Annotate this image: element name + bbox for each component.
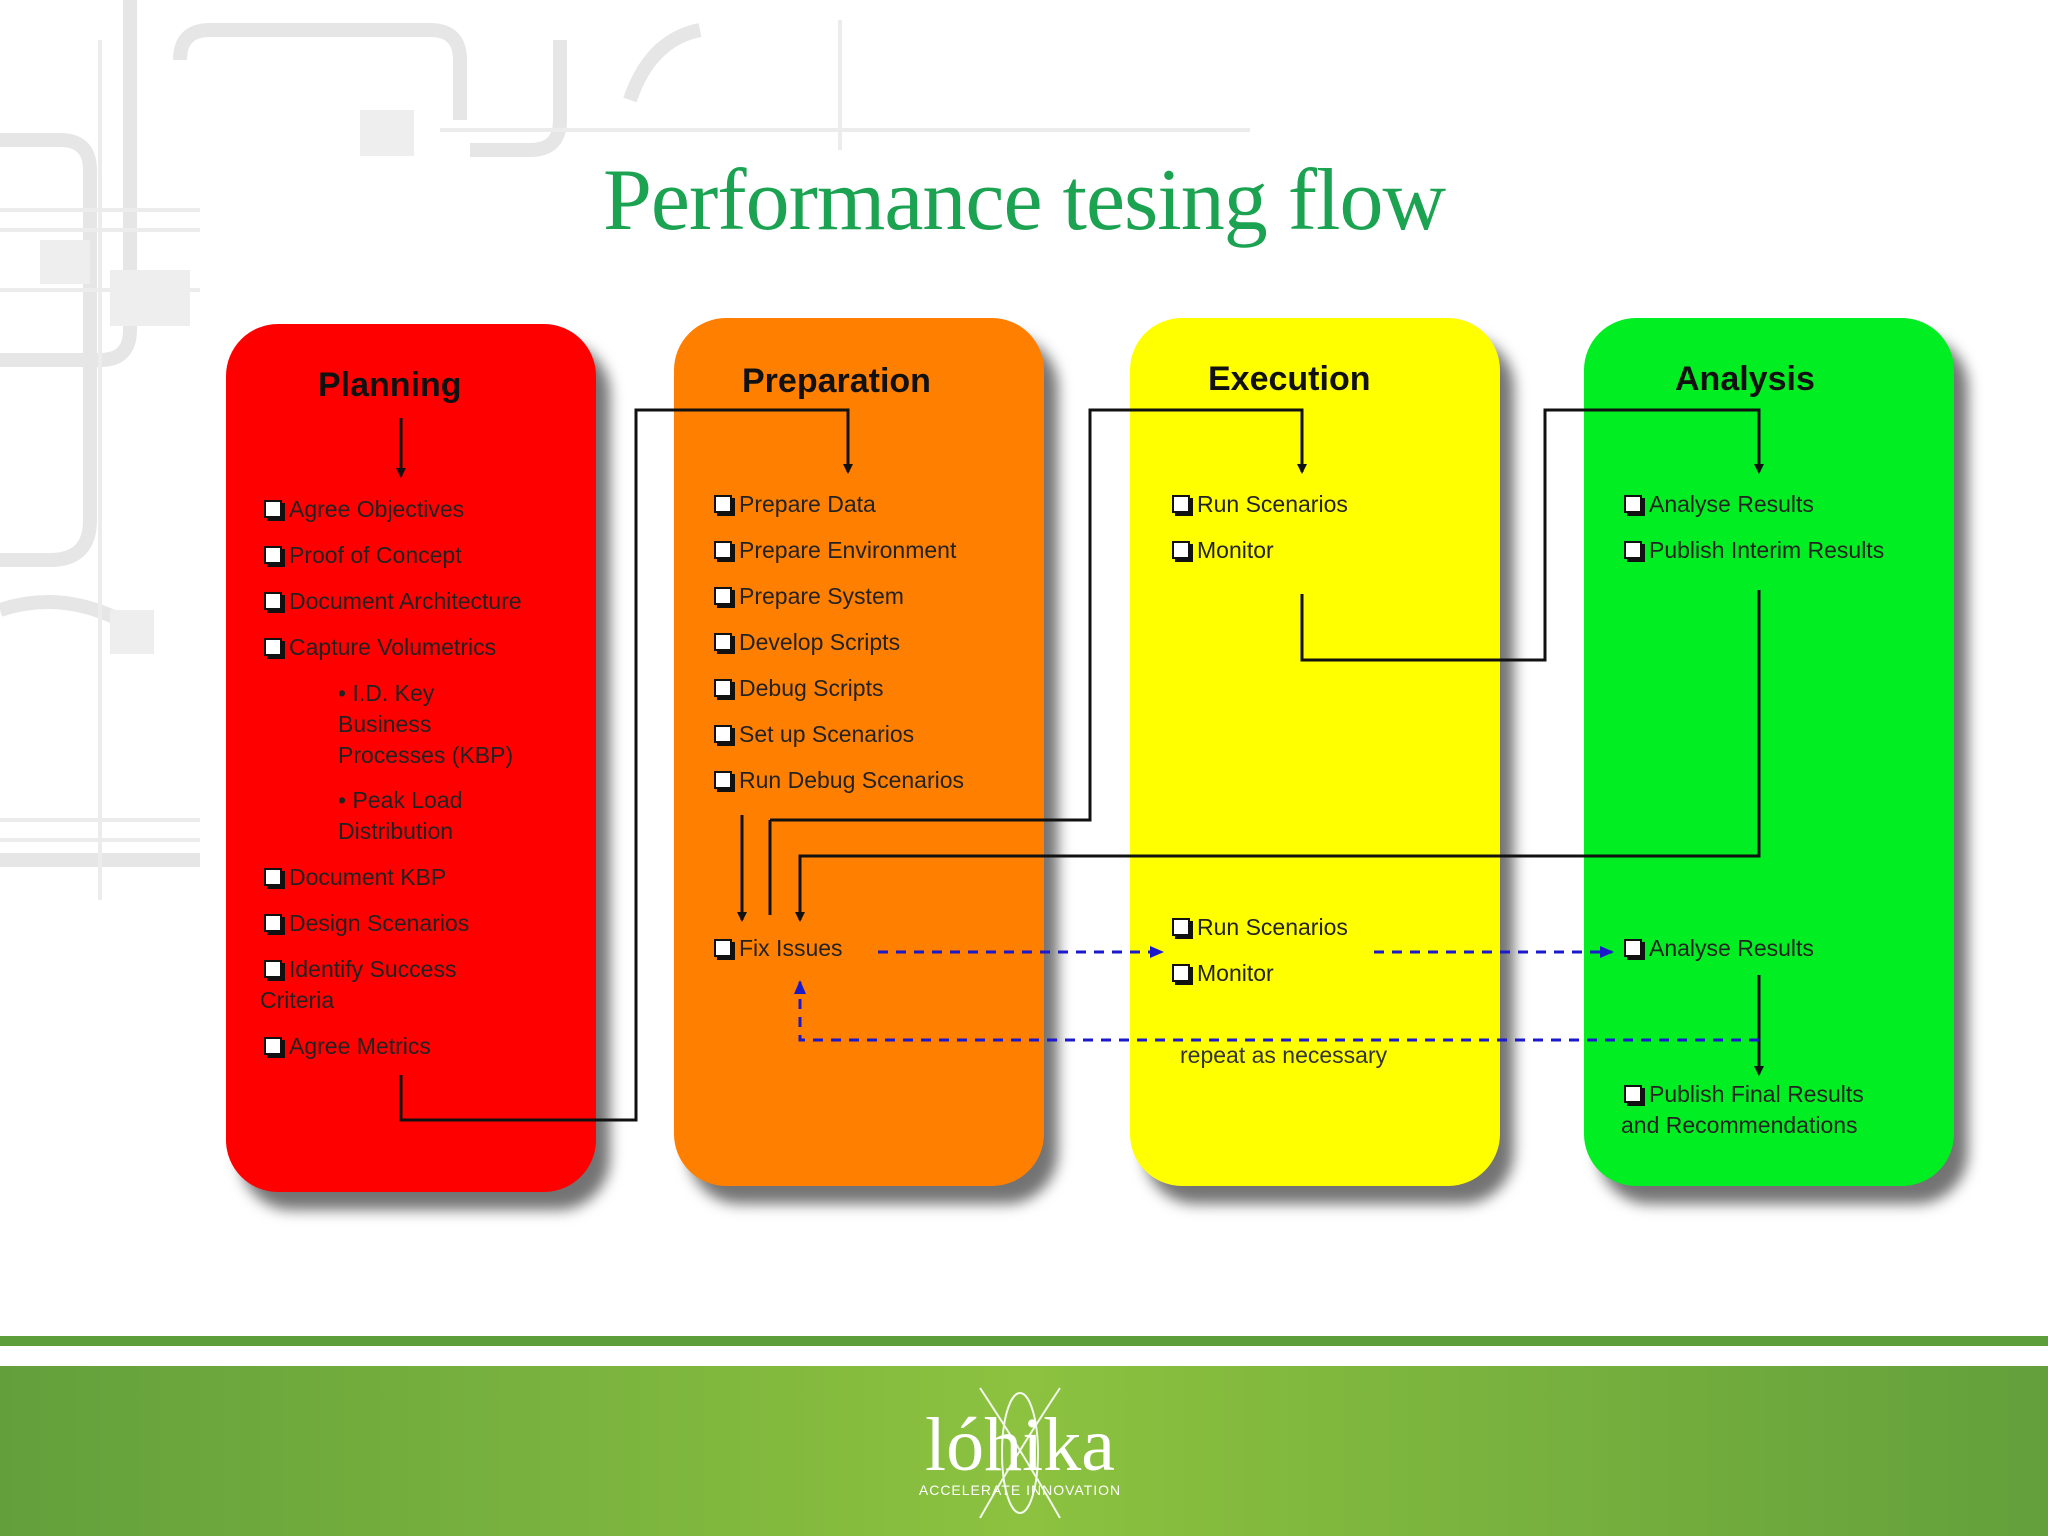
checkbox-icon — [1172, 541, 1190, 559]
analysis-item-continuation: and Recommendations — [1621, 1112, 1858, 1138]
preparation-item: Run Debug Scenarios — [714, 765, 964, 796]
analysis-item: Analyse Results — [1624, 489, 1814, 520]
checkbox-icon — [264, 960, 282, 978]
planning-item: Design Scenarios — [264, 908, 469, 939]
checkbox-icon — [714, 633, 732, 651]
checkbox-icon — [714, 541, 732, 559]
footer-stripe — [0, 1336, 2048, 1346]
preparation-item: Prepare System — [714, 581, 904, 612]
planning-item: Agree Metrics — [264, 1031, 431, 1062]
analysis-panel — [1584, 318, 1954, 1186]
analysis-item: Publish Interim Results — [1624, 535, 1884, 566]
checkbox-icon — [714, 939, 732, 957]
checkbox-icon — [1624, 939, 1642, 957]
planning-item: Document Architecture — [264, 586, 522, 617]
execution-item: Run Scenarios — [1172, 912, 1348, 943]
logo-tagline: ACCELERATE INNOVATION — [918, 1482, 1122, 1498]
repeat-note: repeat as necessary — [1180, 1042, 1388, 1068]
preparation-panel — [674, 318, 1044, 1186]
preparation-item: Develop Scripts — [714, 627, 900, 658]
planning-item: Capture Volumetrics — [264, 632, 496, 663]
checkbox-icon — [264, 868, 282, 886]
checkbox-icon — [714, 771, 732, 789]
checkbox-icon — [1624, 541, 1642, 559]
planning-subitem: • Peak Load — [338, 787, 463, 813]
planning-subitem: Processes (KBP) — [338, 742, 514, 768]
heading-analysis: Analysis — [1675, 360, 1815, 398]
checkbox-icon — [1624, 1085, 1642, 1103]
preparation-item: Prepare Data — [714, 489, 876, 520]
checkbox-icon — [714, 587, 732, 605]
checkbox-icon — [264, 1037, 282, 1055]
checkbox-icon — [714, 679, 732, 697]
planning-item: Document KBP — [264, 862, 446, 893]
fix-issues-item: Fix Issues — [714, 933, 843, 964]
lohika-logo: lóhika ACCELERATE INNOVATION — [900, 1378, 1140, 1528]
heading-execution: Execution — [1208, 360, 1371, 398]
logo-swirl-icon — [979, 1387, 1061, 1519]
checkbox-icon — [1172, 495, 1190, 513]
checkbox-icon — [714, 495, 732, 513]
checkbox-icon — [1172, 918, 1190, 936]
checkbox-icon — [264, 638, 282, 656]
planning-subitem: Business — [338, 711, 432, 737]
planning-item: Agree Objectives — [264, 494, 464, 525]
planning-subitem: • I.D. Key — [338, 680, 435, 706]
checkbox-icon — [714, 725, 732, 743]
preparation-item: Set up Scenarios — [714, 719, 914, 750]
heading-preparation: Preparation — [742, 362, 931, 400]
execution-item: Monitor — [1172, 958, 1274, 989]
planning-item-continuation: Criteria — [260, 987, 335, 1013]
slide-title: Performance tesing flow — [602, 152, 1446, 249]
logo-text: lóhika — [925, 1403, 1115, 1487]
planning-item: Proof of Concept — [264, 540, 462, 571]
execution-item: Monitor — [1172, 535, 1274, 566]
background-circuit-decoration — [0, 0, 1250, 900]
checkbox-icon — [264, 592, 282, 610]
analysis-item: Analyse Results — [1624, 933, 1814, 964]
checkbox-icon — [1172, 964, 1190, 982]
preparation-item: Prepare Environment — [714, 535, 956, 566]
footer-stripe-gap — [0, 1352, 2048, 1356]
checkbox-icon — [264, 500, 282, 518]
analysis-item: Publish Final Results — [1624, 1079, 1864, 1110]
checkbox-icon — [1624, 495, 1642, 513]
checkbox-icon — [264, 914, 282, 932]
planning-item: Identify Success — [264, 954, 456, 985]
execution-item: Run Scenarios — [1172, 489, 1348, 520]
heading-planning: Planning — [318, 366, 462, 404]
preparation-item: Debug Scripts — [714, 673, 883, 704]
checkbox-icon — [264, 546, 282, 564]
planning-subitem: Distribution — [338, 818, 454, 844]
